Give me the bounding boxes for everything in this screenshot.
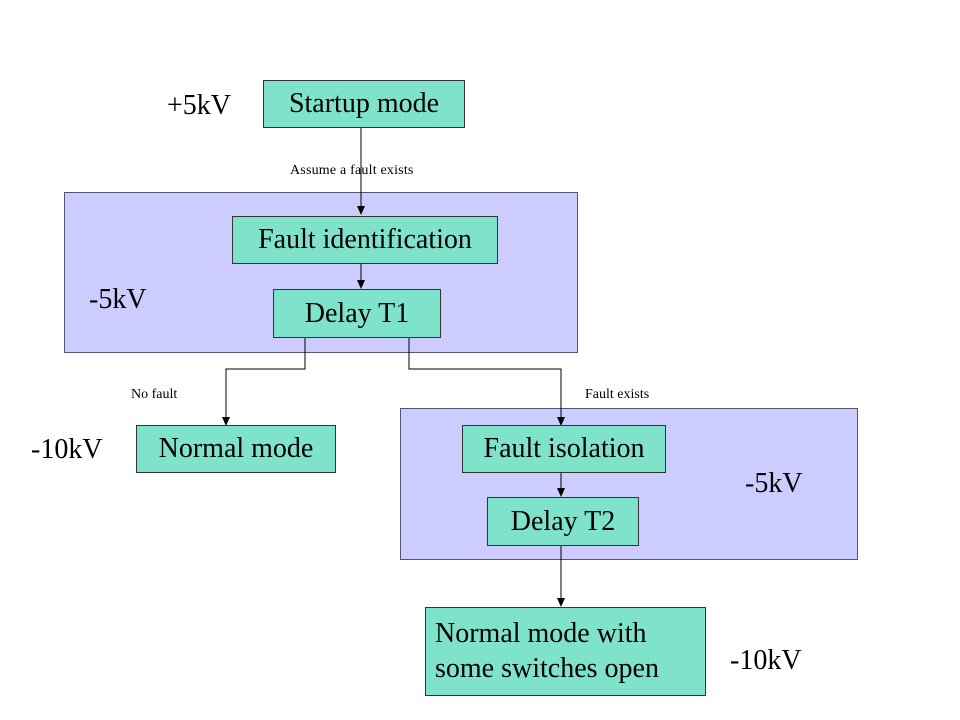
voltage-startup: +5kV (167, 90, 232, 121)
fault-isolation-label: Fault isolation (483, 433, 645, 464)
normal-mode-node: Normal mode (136, 425, 336, 473)
voltage-fault-identification: -5kV (89, 284, 147, 315)
normal-mode-switches-line2: some switches open (435, 652, 659, 684)
startup-mode-label: Startup mode (288, 88, 440, 119)
normal-mode-label: Normal mode (158, 433, 314, 464)
edge-label-no-fault: No fault (131, 387, 178, 402)
fault-isolation-node: Fault isolation (462, 425, 666, 473)
delay-t1-node: Delay T1 (273, 289, 441, 338)
normal-mode-switches-open-node: Normal mode with some switches open (425, 607, 706, 696)
delay-t1-label: Delay T1 (304, 297, 410, 329)
startup-mode-node: Startup mode (263, 80, 465, 128)
delay-t2-label: Delay T2 (510, 505, 616, 537)
voltage-normal-mode-switches: -10kV (730, 645, 802, 676)
normal-mode-switches-line1: Normal mode with (435, 618, 647, 650)
fault-identification-node: Fault identification (232, 216, 498, 264)
arrow-delay-t1-to-fault-isolation (408, 337, 565, 426)
voltage-normal-mode: -10kV (31, 434, 103, 465)
voltage-fault-isolation: -5kV (745, 468, 803, 499)
edge-label-fault-exists: Fault exists (585, 387, 650, 402)
edge-label-assume-fault: Assume a fault exists (290, 163, 414, 178)
delay-t2-node: Delay T2 (487, 497, 639, 546)
arrow-delay-t1-to-normal-mode (222, 337, 306, 426)
fault-identification-label: Fault identification (258, 224, 472, 255)
